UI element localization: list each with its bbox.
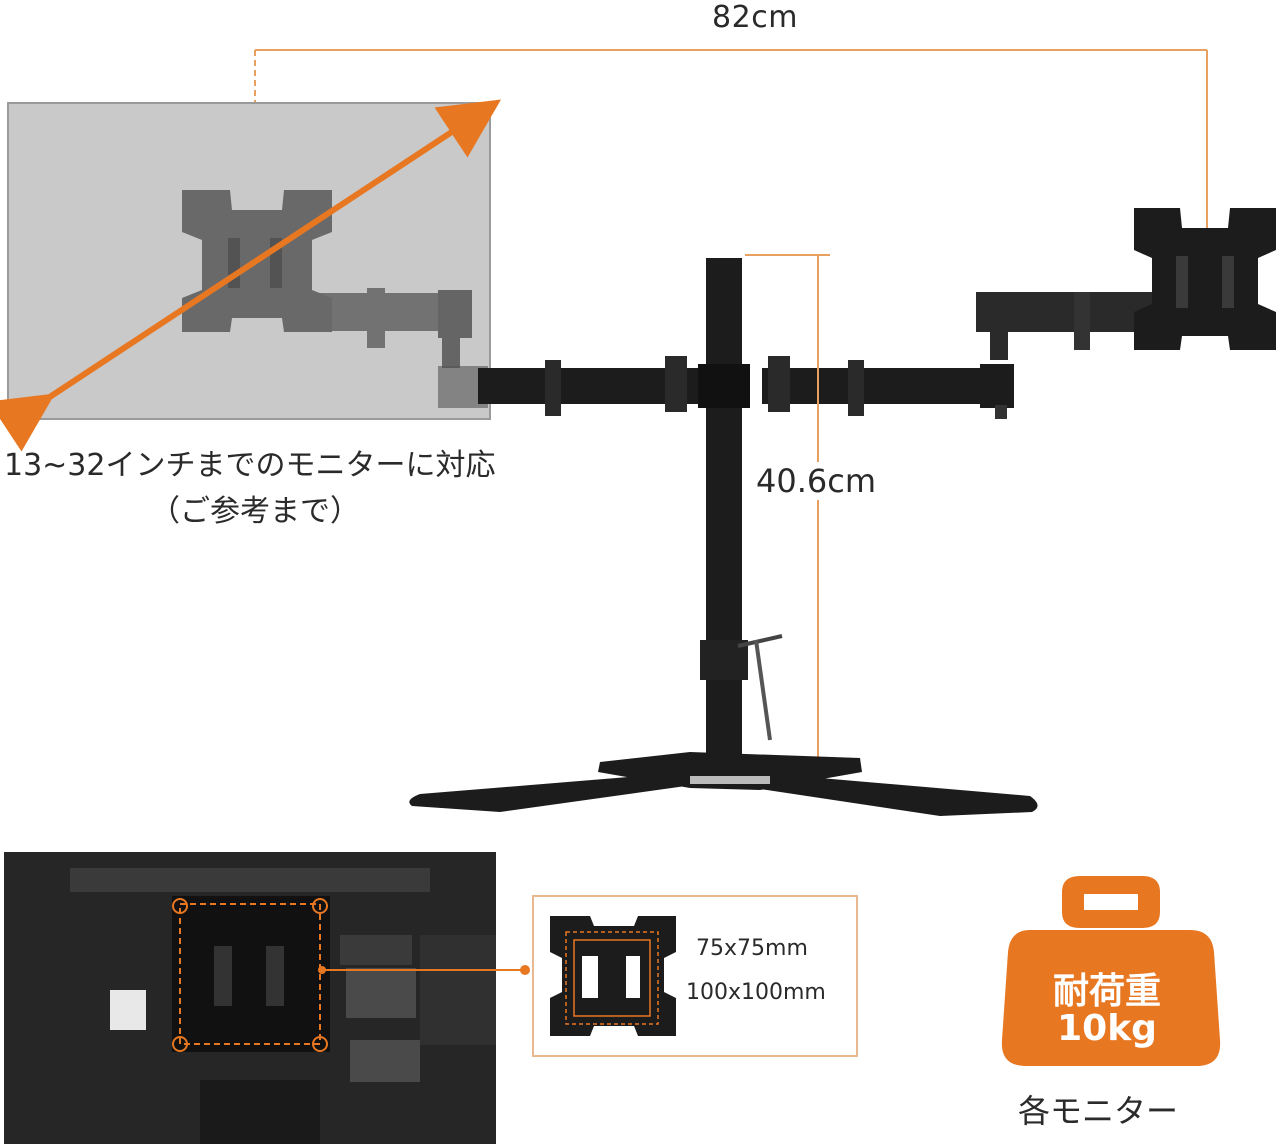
vesa-size-100: 100x100mm [686,980,826,1005]
vesa-plate-icon [550,916,676,1036]
height-dimension-line [745,254,830,763]
tv-back-photo [4,852,496,1144]
width-dimension-line [254,49,1208,240]
weight-icon [1001,876,1221,1066]
right-arm [976,208,1276,360]
vesa-size-75: 75x75mm [696,936,808,961]
monitor-support-note: （ご参考まで） [150,494,360,529]
height-dimension-label: 40.6cm [754,462,879,500]
pole [706,258,742,758]
width-dimension-label: 82cm [712,0,798,35]
load-capacity-title: 耐荷重 [1052,971,1161,1012]
per-monitor-note: 各モニター [1018,1092,1179,1130]
main-arm [438,356,1014,419]
screen-diagonal-arrow [0,99,502,452]
monitor-support-text: 13~32インチまでのモニターに対応 [4,448,496,483]
stand-base [409,752,1038,816]
load-capacity-value: 10kg [1057,1008,1157,1049]
